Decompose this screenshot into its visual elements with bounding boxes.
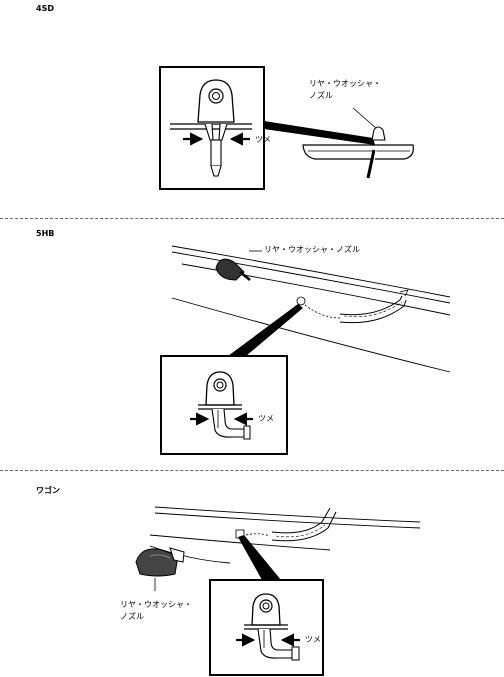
nozzle-label-5hb: リヤ・ウオッシャ・ノズル [264,245,360,254]
section-title-5hb: 5HB [36,229,55,238]
rear-gate-wagon [135,506,421,591]
tab-label-5hb: ツメ [258,414,274,423]
callout-wedge-4sd [264,121,375,145]
section-title-4sd: 4SD [36,4,54,13]
section-divider-2 [0,470,504,471]
section-title-wagon: ワゴン [36,486,60,495]
nozzle-label-4sd-line1: リヤ・ウオッシャ・ [309,79,381,88]
section-divider-1 [0,218,504,219]
callout-wedge-5hb [228,304,303,356]
tab-label-wagon: ツメ [305,635,321,644]
rear-gate-5hb [171,245,451,373]
nozzle-label-wagon-line2: ノズル [120,612,144,621]
callout-wedge-wagon [238,535,281,580]
trunk-lid-4sd [302,107,414,179]
nozzle-label-4sd-line2: ノズル [309,91,333,100]
detail-inset-5hb [160,355,288,455]
detail-inset-wagon [209,579,324,676]
tab-label-4sd: ツメ [255,135,271,144]
detail-inset-4sd [159,66,265,190]
nozzle-label-wagon-line1: リヤ・ウオッシャ・ [120,600,192,609]
